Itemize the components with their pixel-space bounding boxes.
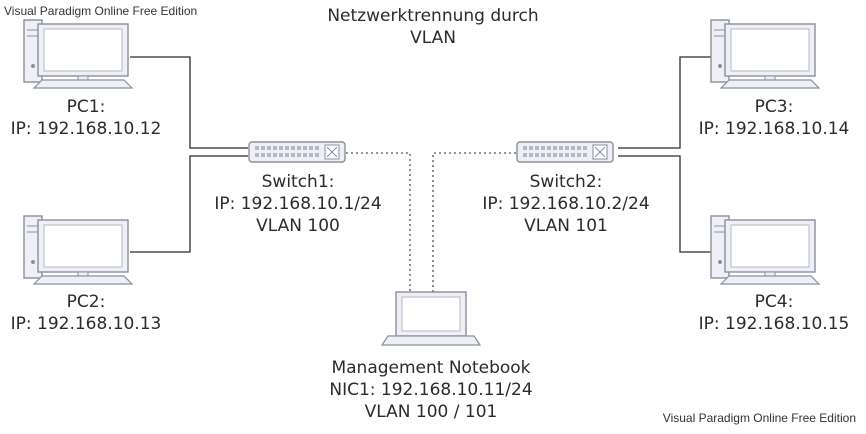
pc2-ip: IP: 192.168.10.13 — [10, 314, 162, 334]
pc1-name: PC1: — [66, 97, 106, 117]
pc4-label: PC4: IP: 192.168.10.15 — [688, 291, 860, 335]
pc2-name: PC2: — [66, 292, 106, 312]
switch1-label: Switch1: IP: 192.168.10.1/24 VLAN 100 — [202, 171, 394, 237]
notebook-name: Management Notebook — [331, 358, 531, 378]
link-switch1-notebook — [346, 152, 411, 292]
switch2-label: Switch2: IP: 192.168.10.2/24 VLAN 101 — [470, 171, 662, 237]
notebook-label: Management Notebook NIC1: 192.168.10.11/… — [300, 357, 562, 423]
title-line-2: VLAN — [410, 28, 456, 48]
switch1-ip: IP: 192.168.10.1/24 — [214, 194, 382, 214]
notebook-vlan: VLAN 100 / 101 — [364, 402, 498, 422]
pc1-label: PC1: IP: 192.168.10.12 — [0, 96, 172, 140]
solid-links — [130, 56, 712, 253]
dotted-links — [346, 152, 516, 292]
switch2-name: Switch2: — [529, 172, 603, 192]
pc3-name: PC3: — [754, 97, 794, 117]
pc1-ip: IP: 192.168.10.12 — [10, 119, 162, 139]
diagram-title: Netzwerktrennung durch VLAN — [283, 5, 583, 49]
link-switch2-pc3 — [618, 56, 712, 149]
link-pc1-switch1 — [130, 56, 248, 149]
switch2-icon — [516, 141, 614, 163]
pc3-icon — [710, 19, 820, 89]
pc4-name: PC4: — [754, 292, 794, 312]
watermark-bottom-right: Visual Paradigm Online Free Edition — [662, 411, 856, 425]
laptop-icon — [380, 291, 482, 346]
pc3-ip: IP: 192.168.10.14 — [698, 119, 850, 139]
title-line-1: Netzwerktrennung durch — [327, 6, 539, 26]
link-pc2-switch1 — [130, 155, 248, 253]
link-switch2-notebook — [432, 152, 516, 292]
pc2-icon — [23, 215, 133, 285]
pc2-label: PC2: IP: 192.168.10.13 — [0, 291, 172, 335]
watermark-top-left: Visual Paradigm Online Free Edition — [4, 4, 198, 18]
switch2-ip: IP: 192.168.10.2/24 — [482, 194, 650, 214]
switch2-vlan: VLAN 101 — [524, 216, 608, 236]
switch1-name: Switch1: — [261, 172, 335, 192]
pc1-icon — [23, 19, 133, 89]
notebook-nic: NIC1: 192.168.10.11/24 — [329, 380, 533, 400]
pc3-label: PC3: IP: 192.168.10.14 — [688, 96, 860, 140]
switch1-vlan: VLAN 100 — [256, 216, 340, 236]
link-switch2-pc4 — [618, 155, 712, 253]
pc4-icon — [710, 215, 820, 285]
switch1-icon — [248, 141, 346, 163]
pc4-ip: IP: 192.168.10.15 — [698, 314, 850, 334]
